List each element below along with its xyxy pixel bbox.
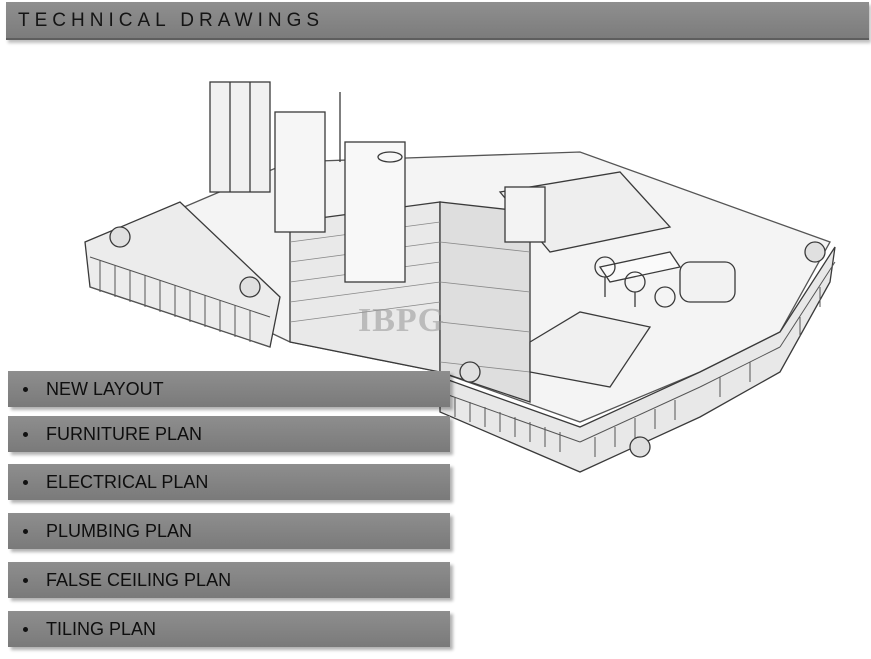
bullet-icon — [18, 622, 32, 636]
menu-item-furniture-plan[interactable]: FURNITURE PLAN — [8, 416, 450, 452]
bullet-icon — [18, 475, 32, 489]
menu-item-plumbing-plan[interactable]: PLUMBING PLAN — [8, 513, 450, 549]
bullet-icon — [18, 382, 32, 396]
isometric-floor-plan-illustration — [84, 81, 836, 473]
menu-item-label: FALSE CEILING PLAN — [46, 569, 232, 590]
menu-item-new-layout[interactable]: NEW LAYOUT — [8, 371, 450, 407]
menu-item-label: ELECTRICAL PLAN — [46, 471, 209, 492]
menu-item-tiling-plan[interactable]: TILING PLAN — [8, 611, 450, 647]
menu-item-label: PLUMBING PLAN — [46, 520, 193, 541]
menu-item-electrical-plan[interactable]: ELECTRICAL PLAN — [8, 464, 450, 500]
menu-item-label: FURNITURE PLAN — [46, 423, 203, 444]
bullet-icon — [18, 573, 32, 587]
menu-item-label: NEW LAYOUT — [46, 378, 164, 399]
watermark-logo: IBPG — [358, 302, 446, 339]
bullet-icon — [18, 524, 32, 538]
menu-item-false-ceiling-plan[interactable]: FALSE CEILING PLAN — [8, 562, 450, 598]
bullet-icon — [18, 427, 32, 441]
title-bar: TECHNICAL DRAWINGS — [6, 2, 869, 40]
page-title: TECHNICAL DRAWINGS — [18, 10, 325, 31]
menu-item-label: TILING PLAN — [46, 618, 157, 639]
